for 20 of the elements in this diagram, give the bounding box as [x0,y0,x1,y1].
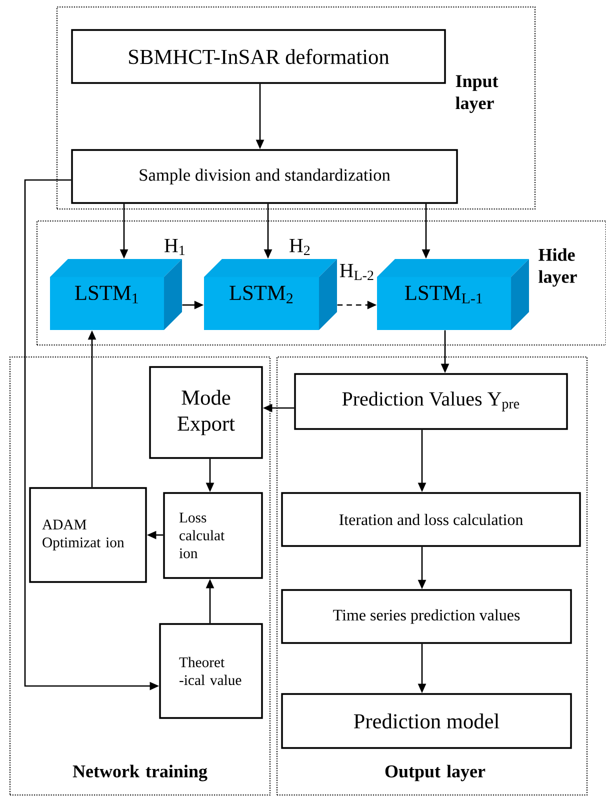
state-label: H$_{2}$ [290,239,310,255]
edge-label: H$_{L-2}$ [338,262,376,282]
process-box: Sample division and standardization [71,149,458,204]
process-box: SBMHCT-InSAR deformation [71,29,446,84]
process-box: Prediction Values Y$_{pre}$ [294,373,568,430]
process-box: Prediction model [281,693,572,749]
process-box: Loss calculat ion [163,492,263,579]
layer-title: Hide layer [538,248,577,287]
process-box: Theoret -ical value [159,623,263,719]
lstm-block: LSTM$_{2}$ [204,259,337,330]
process-box: Iteration and loss calculation [281,492,581,547]
layer-title: Input layer [456,75,498,113]
state-label: H$_{1}$ [164,239,185,255]
process-box: Mode Export [149,366,263,459]
process-box: ADAM Optimizat ion [29,487,147,583]
lstm-block: LSTM$_{L-1}$ [377,259,529,330]
lstm-block: LSTM$_{1}$ [50,259,182,330]
layer-title: Network training [72,764,208,782]
process-box: Time series prediction values [281,589,572,644]
layer-title: Output layer [385,764,486,782]
